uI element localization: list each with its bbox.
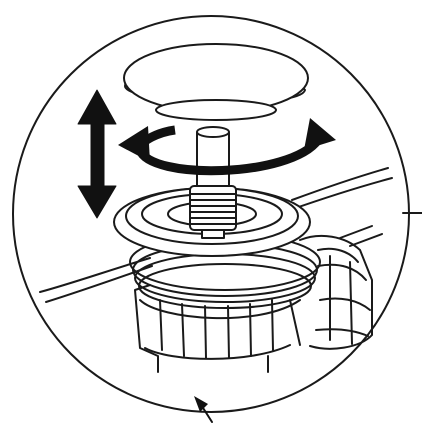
- rotate-arrow-icon: [118, 118, 336, 176]
- stopper-cap: [123, 43, 309, 121]
- pointer-arrow-icon: [194, 396, 213, 423]
- up-down-arrow-icon: [77, 89, 117, 219]
- overflow-connector: [299, 225, 383, 350]
- drain-body: [134, 284, 301, 373]
- stopper-stem: [189, 126, 237, 239]
